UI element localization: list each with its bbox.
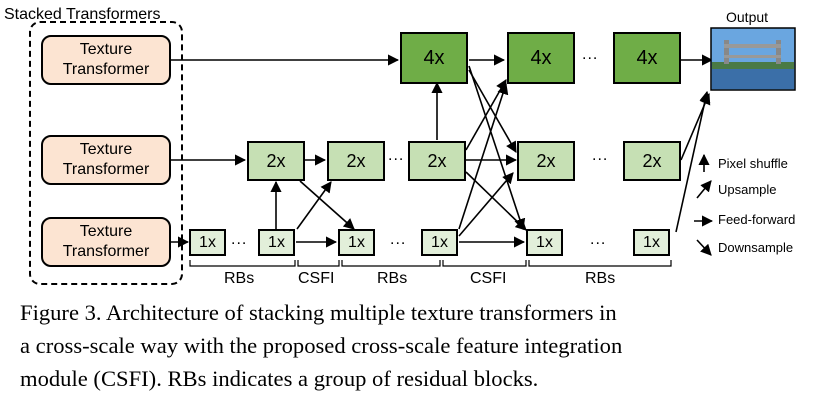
block-4x-3: 4x bbox=[613, 32, 681, 84]
label-rbs: RBs bbox=[585, 270, 616, 287]
arrow-diagonal-up-icon bbox=[696, 180, 712, 199]
block-1x-1: 1x bbox=[189, 229, 226, 256]
block-2x-1: 2x bbox=[247, 141, 305, 181]
stacked-transformers-label: Stacked Transformers bbox=[4, 6, 161, 23]
ellipsis: ... bbox=[590, 231, 607, 248]
block-4x-1: 4x bbox=[400, 32, 468, 84]
block-2x-4: 2x bbox=[517, 141, 575, 181]
block-2x-3: 2x bbox=[408, 141, 466, 181]
output-label: Output bbox=[726, 9, 769, 25]
legend-downsample: Downsample bbox=[718, 240, 794, 255]
ellipsis: ... bbox=[582, 46, 599, 63]
label-rbs: RBs bbox=[224, 270, 255, 287]
caption-line: Figure 3. Architecture of stacking multi… bbox=[20, 300, 617, 325]
legend-upsample: Upsample bbox=[718, 182, 777, 197]
legend-pixel-shuffle: Pixel shuffle bbox=[718, 156, 788, 171]
output-image bbox=[710, 27, 796, 91]
block-2x-5: 2x bbox=[623, 141, 681, 181]
block-1x-3: 1x bbox=[338, 229, 375, 256]
arrow-diagonal-down-icon bbox=[696, 239, 712, 256]
label-rbs: RBs bbox=[377, 270, 408, 287]
block-2x-2: 2x bbox=[327, 141, 385, 181]
label-csfi: CSFI bbox=[298, 270, 335, 287]
caption-line: module (CSFI). RBs indicates a group of … bbox=[20, 366, 539, 391]
figure-caption: Figure 3. Architecture of stacking multi… bbox=[20, 296, 810, 395]
legend-feed-forward: Feed-forward bbox=[718, 212, 796, 227]
texture-transformer-1: Texture Transformer bbox=[41, 35, 171, 85]
block-1x-4: 1x bbox=[421, 229, 458, 256]
label-csfi: CSFI bbox=[470, 270, 507, 287]
block-4x-2: 4x bbox=[507, 32, 575, 84]
block-1x-2: 1x bbox=[258, 229, 295, 256]
block-1x-5: 1x bbox=[526, 229, 563, 256]
ellipsis: ... bbox=[231, 231, 248, 248]
texture-transformer-2: Texture Transformer bbox=[41, 135, 171, 185]
texture-transformer-3: Texture Transformer bbox=[41, 217, 171, 267]
ellipsis: ... bbox=[390, 231, 407, 248]
caption-line: a cross-scale way with the proposed cros… bbox=[20, 333, 623, 358]
block-1x-6: 1x bbox=[633, 229, 670, 256]
stacked-transformers-border bbox=[29, 21, 183, 285]
ellipsis: ... bbox=[388, 147, 405, 164]
ellipsis: ... bbox=[592, 147, 609, 164]
